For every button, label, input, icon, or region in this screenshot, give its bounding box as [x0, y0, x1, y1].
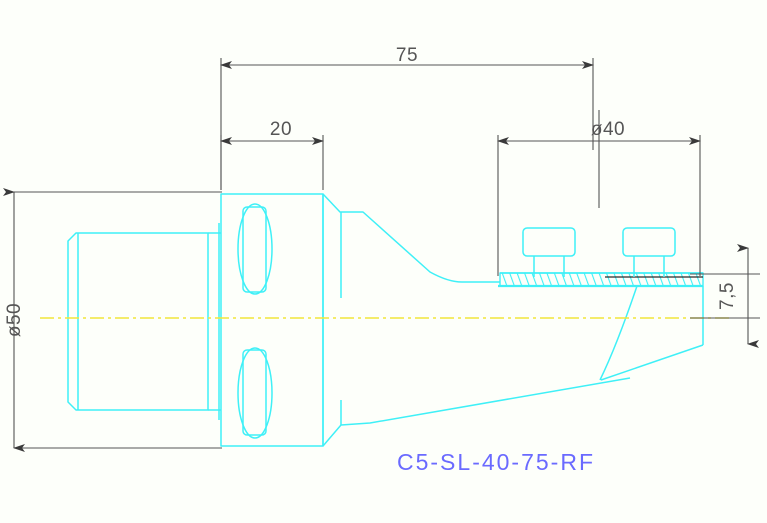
nose-chamfer — [600, 344, 704, 381]
part-number-label: C5-SL-40-75-RF — [397, 449, 595, 475]
shank-outer-profile — [67, 232, 209, 411]
bottom-taper-profile — [322, 377, 631, 447]
clamp-screw-left — [522, 227, 576, 277]
clamp-screw-right-head — [622, 227, 676, 257]
dimension-flange-width-text: 20 — [270, 119, 292, 140]
dimension-flange-width — [220, 135, 324, 190]
lower-drive-slot-ellipse — [237, 347, 273, 439]
dimension-head-diameter-text: ø40 — [591, 119, 625, 140]
dimension-seat-height-text: 7,5 — [717, 282, 738, 310]
part-geometry — [67, 193, 704, 447]
flange-block-outline — [220, 193, 324, 447]
nose-curve-edge — [599, 285, 638, 381]
upper-drive-slot-ellipse — [237, 203, 273, 295]
lower-drive-slot-rect — [242, 349, 267, 436]
upper-drive-slot-rect — [242, 206, 267, 293]
dimension-shank-diameter — [3, 188, 222, 452]
serrated-seat-face — [498, 272, 704, 288]
serrated-seat-band — [499, 272, 704, 287]
dimension-seat-height — [690, 244, 760, 348]
top-taper-profile — [322, 193, 500, 283]
clamp-screw-left-head — [522, 227, 576, 257]
clamp-screw-right — [622, 227, 676, 277]
dimension-shank-diameter-text: ø50 — [4, 303, 25, 337]
dimension-head-diameter — [497, 110, 701, 276]
dimension-overall-length-text: 75 — [396, 45, 418, 66]
dimension-annotations — [3, 58, 760, 452]
